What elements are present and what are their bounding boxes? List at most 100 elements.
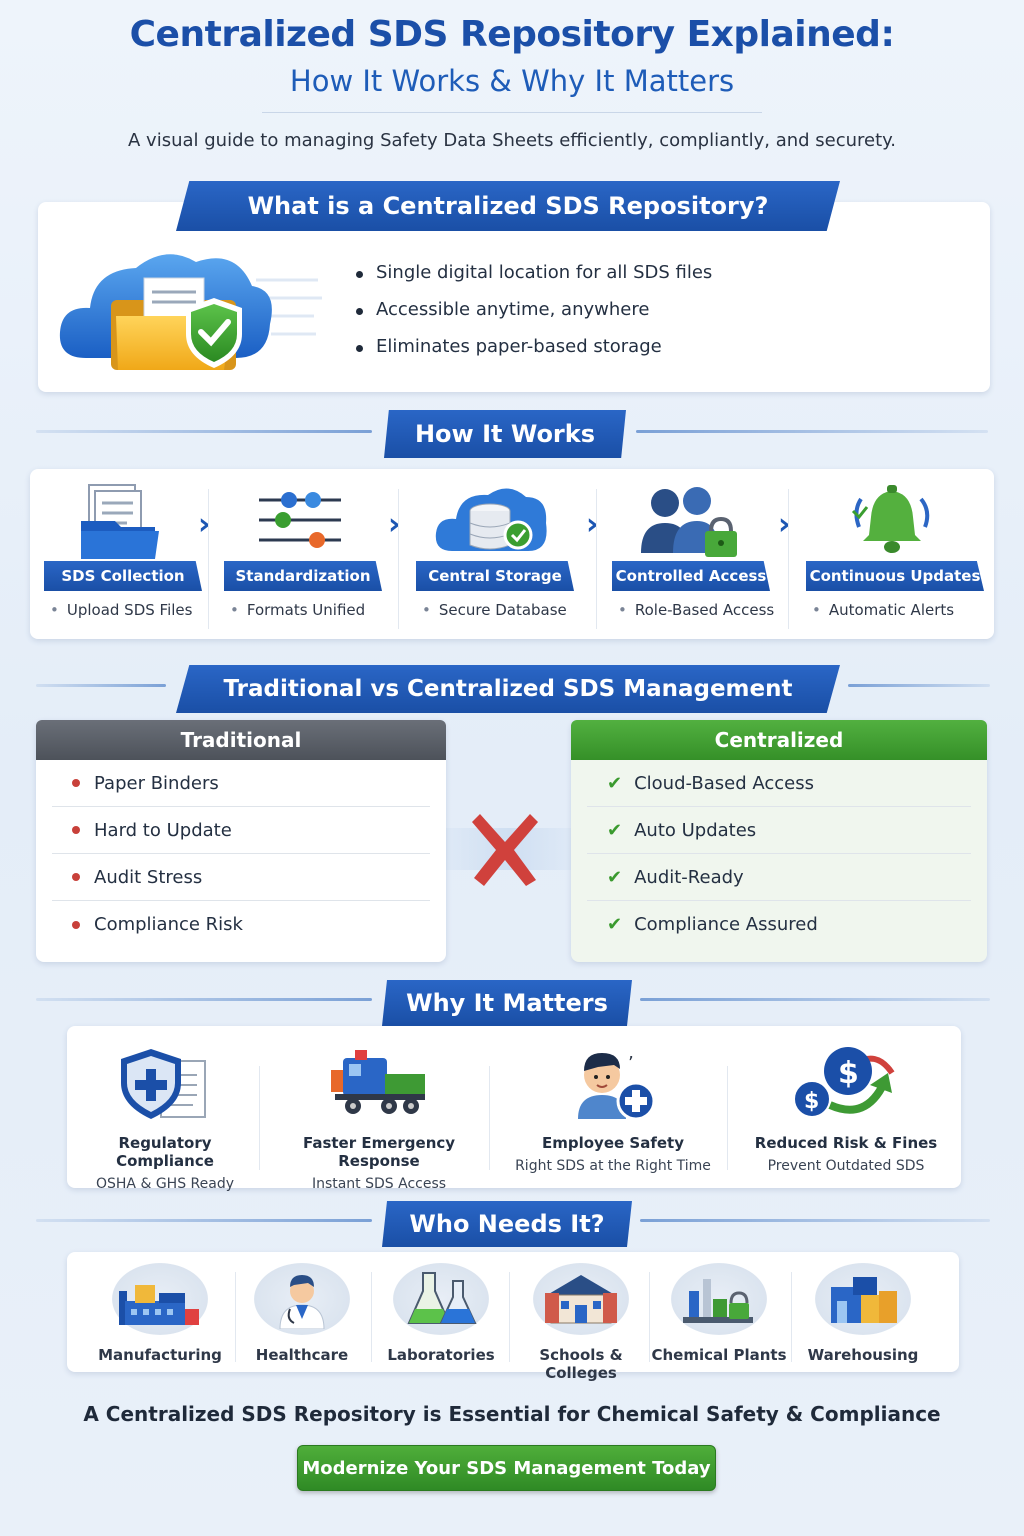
what-heading: What is a Centralized SDS Repository?: [247, 192, 769, 220]
section-rule: [36, 684, 166, 687]
step-label: Standardization: [224, 561, 382, 591]
why-item: Regulatory Compliance OSHA & GHS Ready: [67, 1026, 263, 1192]
step-sub: Secure Database: [422, 601, 582, 619]
traditional-row: Compliance Risk: [52, 901, 430, 948]
check-icon: ✔: [607, 772, 623, 794]
why-heading: Why It Matters: [406, 989, 608, 1017]
who-banner: Who Needs It?: [382, 1201, 632, 1247]
section-rule: [640, 998, 990, 1001]
closing-statement: A Centralized SDS Repository is Essentia…: [83, 1402, 941, 1426]
chevron-right-icon: ›: [198, 507, 211, 542]
check-icon: ✔: [607, 819, 623, 841]
compare-banner: Traditional vs Centralized SDS Managemen…: [176, 665, 840, 713]
what-bullet: Single digital location for all SDS file…: [354, 262, 954, 283]
why-title: Employee Safety: [542, 1134, 684, 1152]
why-item: Faster Emergency Response Instant SDS Ac…: [267, 1026, 491, 1192]
step-sub: Upload SDS Files: [50, 601, 210, 619]
intro-text: A visual guide to managing Safety Data S…: [128, 130, 896, 151]
who-item: Laboratories: [373, 1252, 509, 1370]
dollar-coins-icon: $$: [731, 1038, 961, 1128]
document-folder-icon: [30, 481, 210, 561]
shield-document-icon: [67, 1038, 263, 1128]
who-item: Manufacturing: [87, 1252, 233, 1370]
check-icon: ✔: [607, 866, 623, 888]
who-item: Schools & Colleges: [511, 1252, 651, 1382]
how-banner: How It Works: [384, 410, 626, 458]
centralized-row: ✔Audit-Ready: [587, 854, 971, 901]
how-card: SDS Collection Upload SDS Files › Standa…: [30, 469, 994, 639]
bell-icon: [792, 481, 992, 561]
emergency-truck-icon: [267, 1038, 491, 1128]
cloud-folder-shield-icon: [56, 240, 326, 380]
modernize-cta-button[interactable]: Modernize Your SDS Management Today: [297, 1445, 716, 1491]
step-central-storage: Central Storage Secure Database: [402, 469, 582, 639]
centralized-row: ✔Cloud-Based Access: [587, 760, 971, 807]
step-sub: Formats Unified: [230, 601, 390, 619]
centralized-panel: Centralized ✔Cloud-Based Access ✔Auto Up…: [571, 720, 987, 962]
red-dot-icon: [72, 873, 80, 881]
title-divider: [262, 112, 762, 113]
traditional-row: Paper Binders: [52, 760, 430, 807]
cloud-database-icon: [402, 481, 582, 561]
step-label: Central Storage: [416, 561, 574, 591]
flask-icon: [373, 1260, 509, 1338]
chevron-right-icon: ›: [778, 507, 791, 542]
section-rule: [848, 684, 990, 687]
factory-icon: [87, 1260, 233, 1338]
who-item: Chemical Plants: [651, 1252, 787, 1370]
who-heading: Who Needs It?: [409, 1210, 605, 1238]
why-item: ’ Employee Safety Right SDS at the Right…: [495, 1026, 731, 1186]
who-item: Healthcare: [237, 1252, 367, 1370]
who-label: Chemical Plants: [651, 1346, 787, 1364]
step-sub: Automatic Alerts: [812, 601, 992, 619]
users-lock-icon: [598, 481, 778, 561]
traditional-header: Traditional: [36, 720, 446, 760]
school-icon: [511, 1260, 651, 1338]
step-label: Controlled Access: [612, 561, 770, 591]
traditional-panel: Traditional Paper Binders Hard to Update…: [36, 720, 446, 962]
svg-text:$: $: [804, 1089, 819, 1114]
who-label: Schools & Colleges: [539, 1346, 623, 1382]
centralized-header: Centralized: [571, 720, 987, 760]
section-rule: [640, 1219, 990, 1222]
how-heading: How It Works: [414, 420, 596, 448]
warehouse-icon: [793, 1260, 933, 1338]
who-label: Healthcare: [255, 1346, 349, 1364]
step-standardization: Standardization Formats Unified: [210, 469, 390, 639]
chemical-plant-icon: [651, 1260, 787, 1338]
red-dot-icon: [72, 826, 80, 834]
compare-heading: Traditional vs Centralized SDS Managemen…: [223, 676, 793, 702]
why-item: $$ Reduced Risk & Fines Prevent Outdated…: [731, 1026, 961, 1186]
section-rule: [36, 998, 372, 1001]
who-item: Warehousing: [793, 1252, 933, 1370]
chevron-right-icon: ›: [388, 507, 401, 542]
svg-text:$: $: [838, 1056, 859, 1091]
cross-icon: [470, 808, 540, 892]
section-rule: [36, 1219, 372, 1222]
step-sds-collection: SDS Collection Upload SDS Files: [30, 469, 210, 639]
check-icon: ✔: [607, 914, 623, 935]
step-continuous-updates: Continuous Updates Automatic Alerts: [792, 469, 992, 639]
traditional-row: Hard to Update: [52, 807, 430, 854]
page-subtitle: How It Works & Why It Matters: [289, 64, 735, 98]
step-label: SDS Collection: [44, 561, 202, 591]
who-label: Warehousing: [807, 1346, 919, 1364]
page-title: Centralized SDS Repository Explained:: [129, 14, 895, 55]
what-bullet: Accessible anytime, anywhere: [354, 299, 954, 320]
why-title: Faster Emergency Response: [302, 1134, 456, 1170]
who-label: Laboratories: [387, 1346, 495, 1364]
red-dot-icon: [72, 779, 80, 787]
traditional-row: Audit Stress: [52, 854, 430, 901]
why-sub: Instant SDS Access: [311, 1176, 447, 1192]
worker-icon: ’: [495, 1038, 731, 1128]
why-banner: Why It Matters: [382, 980, 632, 1026]
what-banner: What is a Centralized SDS Repository?: [176, 181, 840, 231]
why-sub: Right SDS at the Right Time: [515, 1158, 711, 1174]
section-rule: [36, 430, 372, 433]
what-bullets: Single digital location for all SDS file…: [354, 262, 954, 373]
centralized-row: ✔Compliance Assured: [607, 914, 818, 935]
svg-text:’: ’: [628, 1053, 634, 1074]
doctor-icon: [237, 1260, 367, 1338]
step-controlled-access: Controlled Access Role-Based Access: [598, 469, 778, 639]
who-label: Manufacturing: [98, 1346, 222, 1364]
